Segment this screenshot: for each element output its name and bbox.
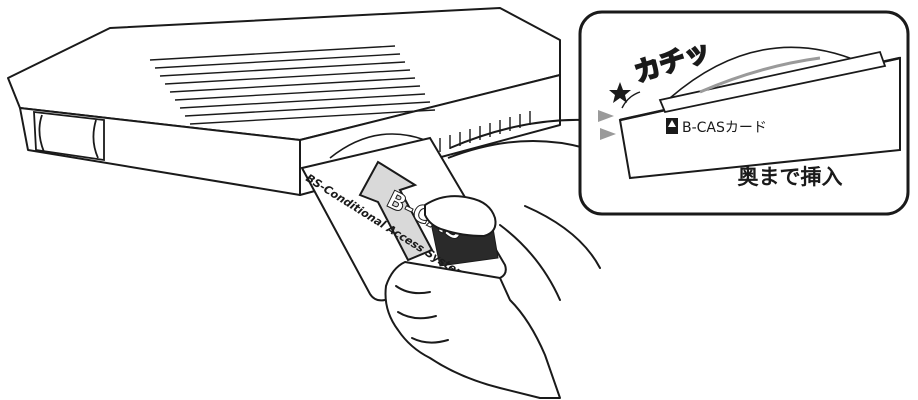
instruction-text: 奥まで挿入 [738,165,843,189]
zoom-callout: カチッ B-CASカード 奥まで挿入 [580,12,908,214]
card-label: B-CASカード [682,120,767,136]
